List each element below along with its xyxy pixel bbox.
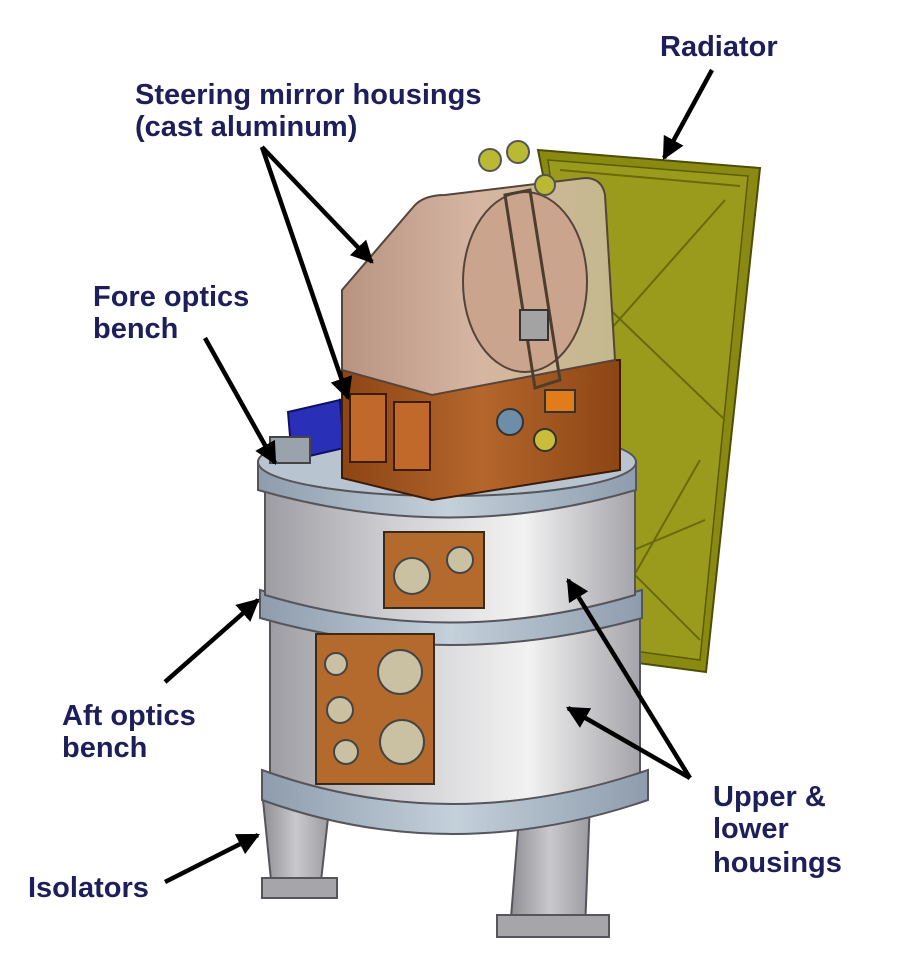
fore-bench-arrow — [203, 336, 277, 465]
label-housings-line3: housings — [713, 847, 842, 879]
label-isolators: Isolators — [28, 872, 149, 904]
steering-arrow-lower — [259, 146, 353, 401]
housings-arrow-upper — [566, 578, 692, 780]
radiator-arrow — [662, 68, 714, 160]
label-arrows — [163, 68, 714, 885]
label-fore-line2: bench — [93, 313, 178, 345]
steering-mirror-housing — [341, 140, 617, 452]
label-housings-line1: Upper & — [713, 781, 826, 813]
aft-bench-arrow — [163, 598, 260, 684]
label-radiator: Radiator — [660, 31, 778, 63]
upper-connector-plate — [383, 531, 485, 609]
lower-connector-plate — [315, 633, 435, 785]
label-steering-line1: Steering mirror housings — [135, 79, 481, 111]
bench-bracket — [269, 436, 311, 464]
label-aft-line1: Aft optics — [62, 700, 196, 732]
label-fore-line1: Fore optics — [93, 281, 249, 313]
label-housings-line2: lower — [713, 813, 789, 845]
steering-arrow-upper — [260, 145, 374, 264]
label-steering-line2: (cast aluminum) — [135, 111, 357, 143]
label-aft-line2: bench — [62, 732, 147, 764]
isolators-arrow — [163, 832, 261, 885]
housings-arrow-lower — [566, 706, 692, 780]
